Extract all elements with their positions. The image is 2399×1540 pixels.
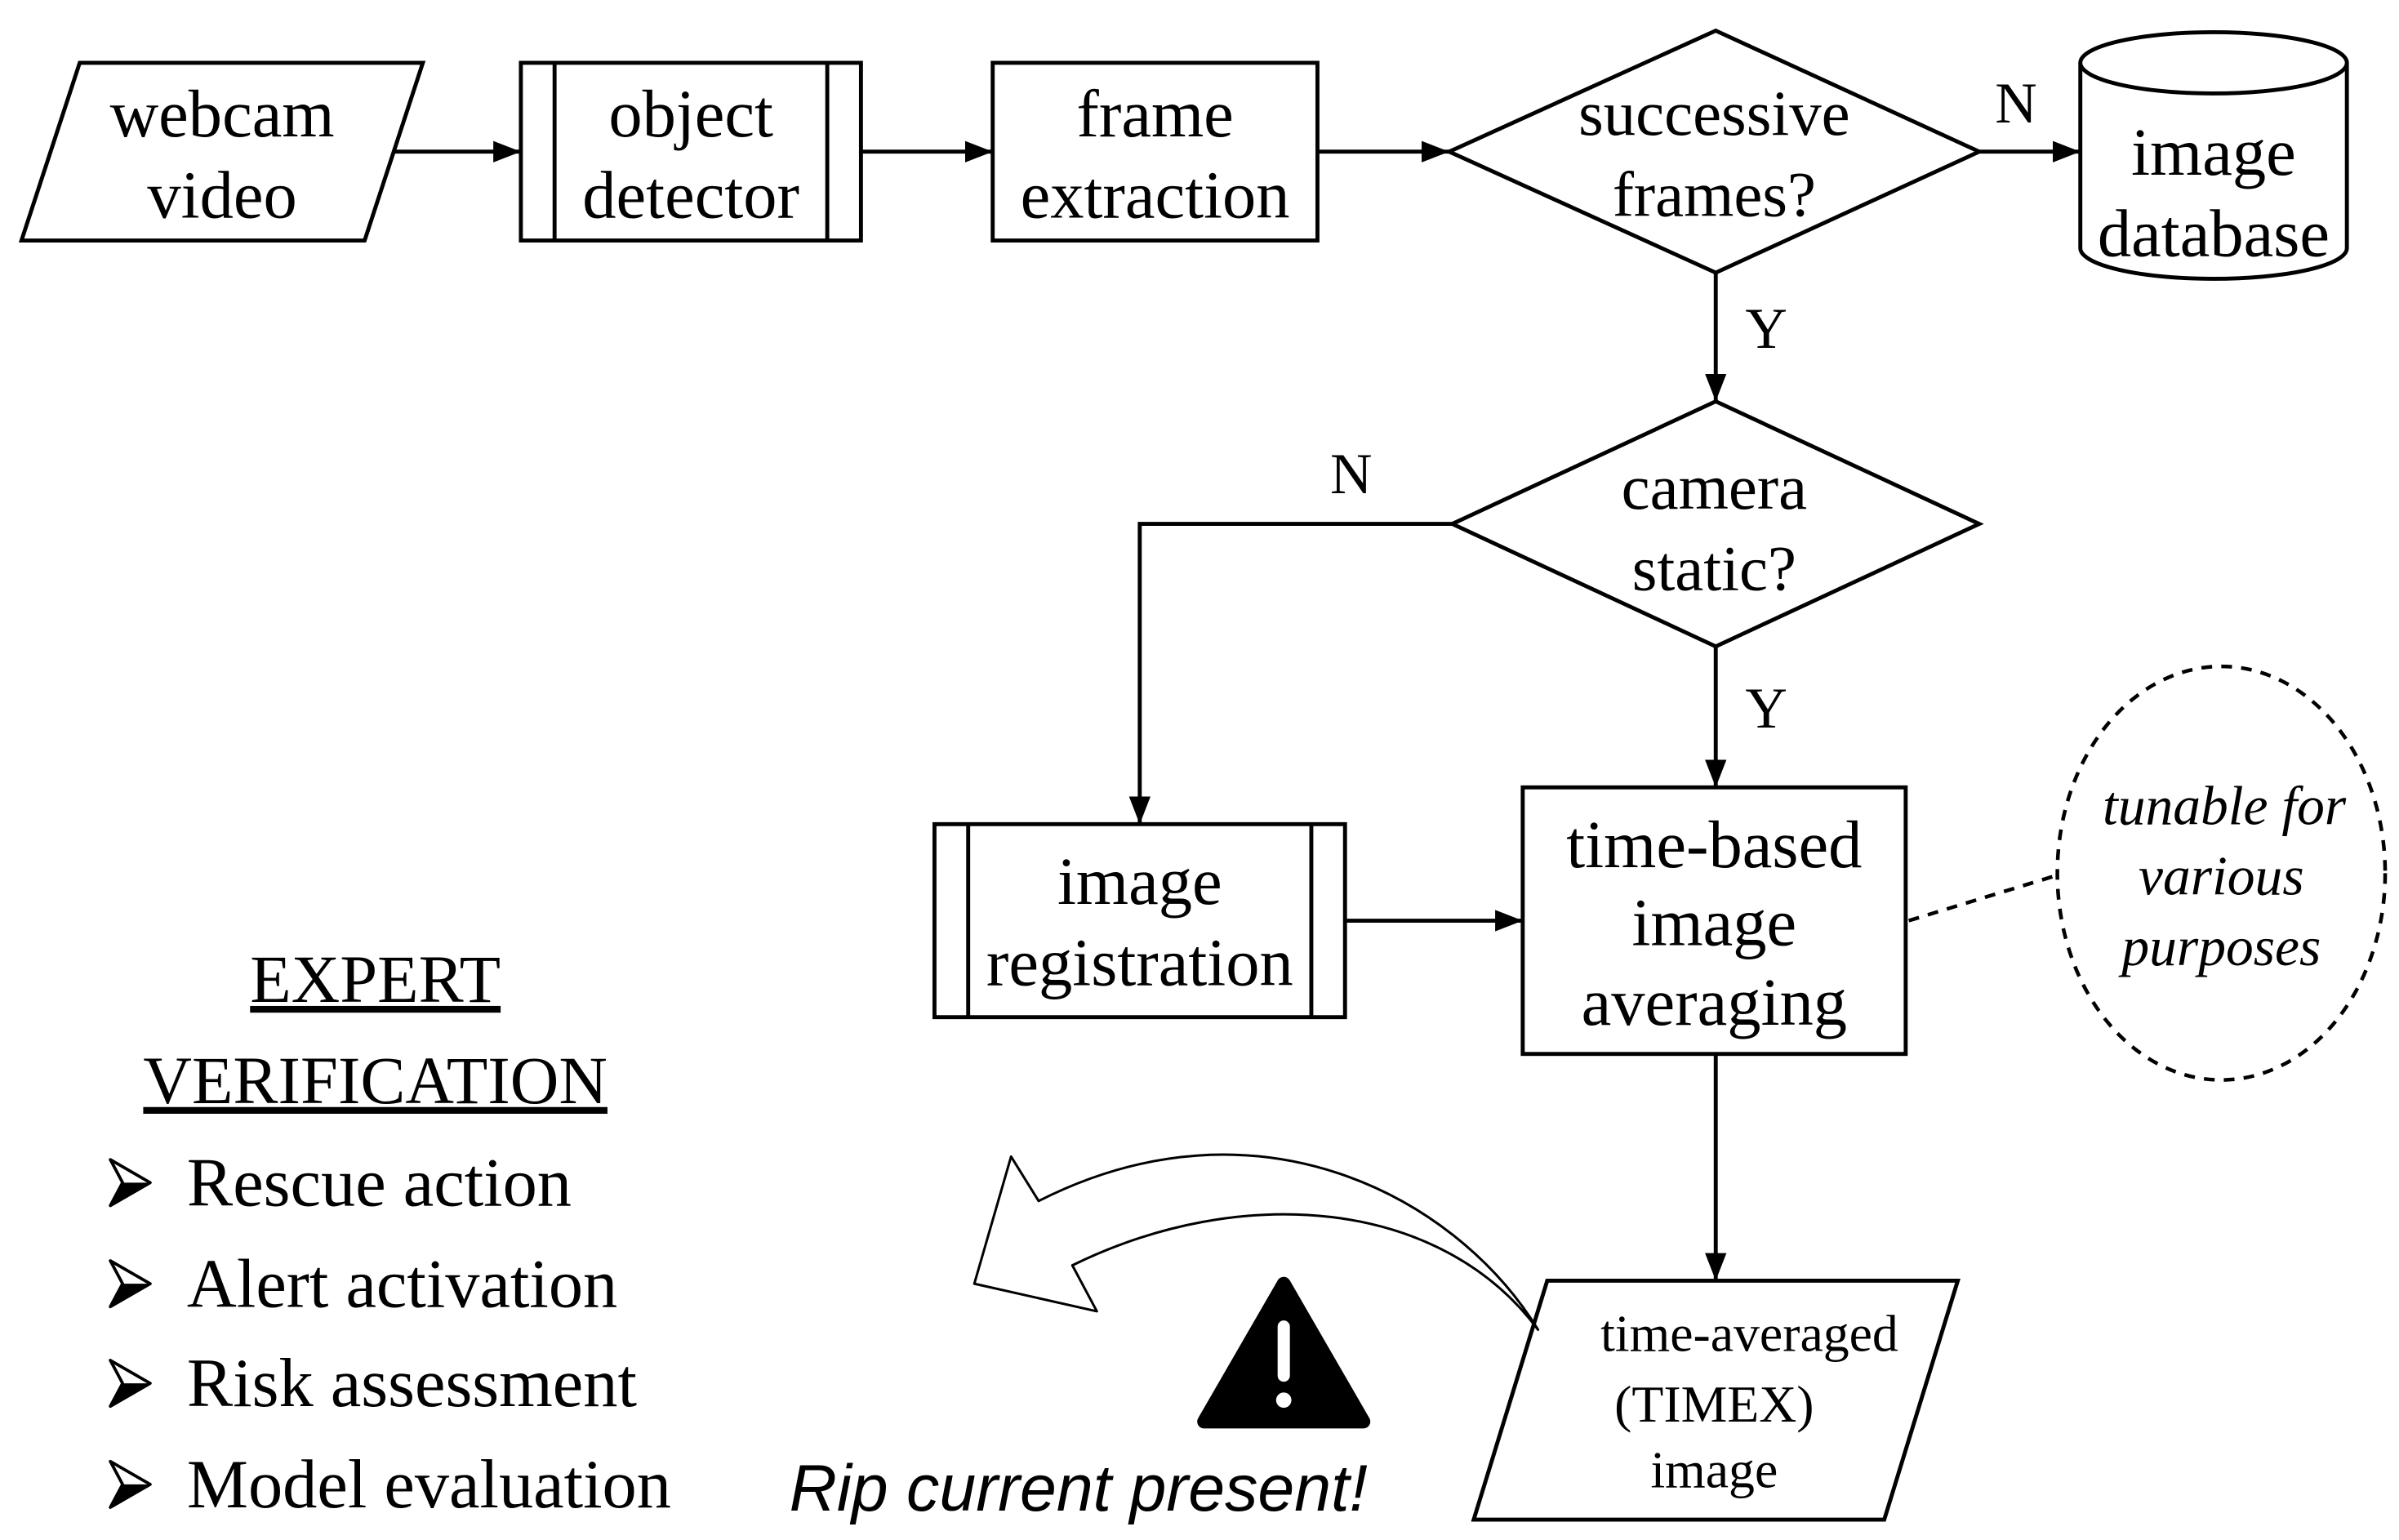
image-registration-shape xyxy=(932,821,1347,1020)
image-database-node: image database xyxy=(2078,29,2349,281)
image-registration-label-line1: image xyxy=(1057,843,1222,919)
successive-frames-label-line1: successive xyxy=(1578,78,1850,149)
time-based-averaging-label-line3: averaging xyxy=(1582,964,1847,1039)
list-item: Model evaluation xyxy=(109,1447,671,1523)
timex-image-node: time-averaged (TIMEX) image xyxy=(1471,1278,1961,1522)
frame-extraction-node: frame extraction xyxy=(990,60,1320,243)
edge-camera-no-to-registration xyxy=(1128,522,1453,825)
warning-icon xyxy=(1197,1276,1371,1429)
list-item-label: Rescue action xyxy=(187,1145,572,1221)
tunable-note-ellipse xyxy=(2055,664,2388,1082)
successive-frames-decision: successive frames? xyxy=(1444,28,1984,275)
image-database-cylinder xyxy=(2078,62,2349,281)
object-detector-label-line2: detector xyxy=(582,157,799,232)
image-database-label-line2: database xyxy=(2098,195,2330,270)
list-item-label: Model evaluation xyxy=(187,1447,671,1523)
list-item: Rescue action xyxy=(109,1145,572,1221)
edge-label-successive-yes: Y xyxy=(1745,296,1787,361)
alert-message: Rip current present! xyxy=(790,1452,1368,1525)
tunable-note-line2: various xyxy=(2139,846,2304,907)
edge-label-successive-no: N xyxy=(1995,71,2036,136)
object-detector-label-line1: object xyxy=(608,76,773,151)
arrow-bullet-icon xyxy=(109,1259,152,1309)
warning-icon-dot xyxy=(1275,1392,1292,1409)
list-item: Risk assessment xyxy=(109,1346,637,1422)
timex-image-label-line2: (TIMEX) xyxy=(1614,1375,1814,1433)
object-detector-shape xyxy=(519,60,863,243)
timex-image-label-line1: time-averaged xyxy=(1600,1305,1898,1363)
webcam-video-label-line1: webcam xyxy=(110,76,335,151)
time-based-averaging-label-line2: image xyxy=(1632,885,1797,960)
edge-label-camera-no: N xyxy=(1330,442,1372,506)
tunable-note-line3: purposes xyxy=(2118,916,2321,977)
tunable-note-connector xyxy=(1907,873,2060,923)
webcam-video-node: webcam video xyxy=(18,60,426,243)
expert-heading-line1: EXPERT xyxy=(250,941,501,1017)
camera-static-label-line2: static? xyxy=(1632,533,1796,604)
timex-image-shape xyxy=(1471,1278,1961,1522)
frame-extraction-label-line2: extraction xyxy=(1021,157,1290,232)
successive-frames-label-line2: frames? xyxy=(1613,160,1816,231)
expert-verification-block: EXPERT VERIFICATION Rescue action Alert … xyxy=(109,941,671,1523)
successive-frames-diamond xyxy=(1444,28,1984,275)
arrow-bullet-icon xyxy=(109,1459,152,1509)
camera-static-diamond xyxy=(1447,398,1984,649)
frame-extraction-label-line1: frame xyxy=(1076,76,1233,151)
timex-image-label-line3: image xyxy=(1650,1441,1778,1499)
time-based-averaging-label-line1: time-based xyxy=(1566,807,1862,882)
curved-arrow-icon xyxy=(973,1153,1540,1331)
edge-labels: N Y N Y xyxy=(1330,71,2037,741)
arrow-bullet-icon xyxy=(109,1359,152,1409)
image-registration-node: image registration xyxy=(932,821,1347,1020)
image-database-top xyxy=(2078,29,2349,96)
webcam-video-label-line2: video xyxy=(147,157,296,232)
object-detector-node: object detector xyxy=(519,60,863,243)
list-item-label: Risk assessment xyxy=(187,1346,637,1422)
edge-label-camera-yes: Y xyxy=(1745,676,1787,741)
camera-static-decision: camera static? xyxy=(1447,398,1984,649)
flow-edges xyxy=(394,140,2081,1281)
webcam-video-shape xyxy=(18,60,426,243)
camera-static-label-line1: camera xyxy=(1622,452,1807,523)
arrow-bullet-icon xyxy=(109,1158,152,1208)
expert-heading-line2: VERIFICATION xyxy=(143,1043,608,1118)
image-database-label-line1: image xyxy=(2131,114,2296,189)
list-item: Alert activation xyxy=(109,1246,617,1322)
image-registration-label-line2: registration xyxy=(986,924,1293,999)
tunable-note-line1: tunable for xyxy=(2103,775,2347,836)
list-item-label: Alert activation xyxy=(187,1246,617,1322)
time-based-averaging-node: time-based image averaging xyxy=(1520,785,1908,1057)
tunable-note: tunable for various purposes xyxy=(1907,664,2388,1082)
